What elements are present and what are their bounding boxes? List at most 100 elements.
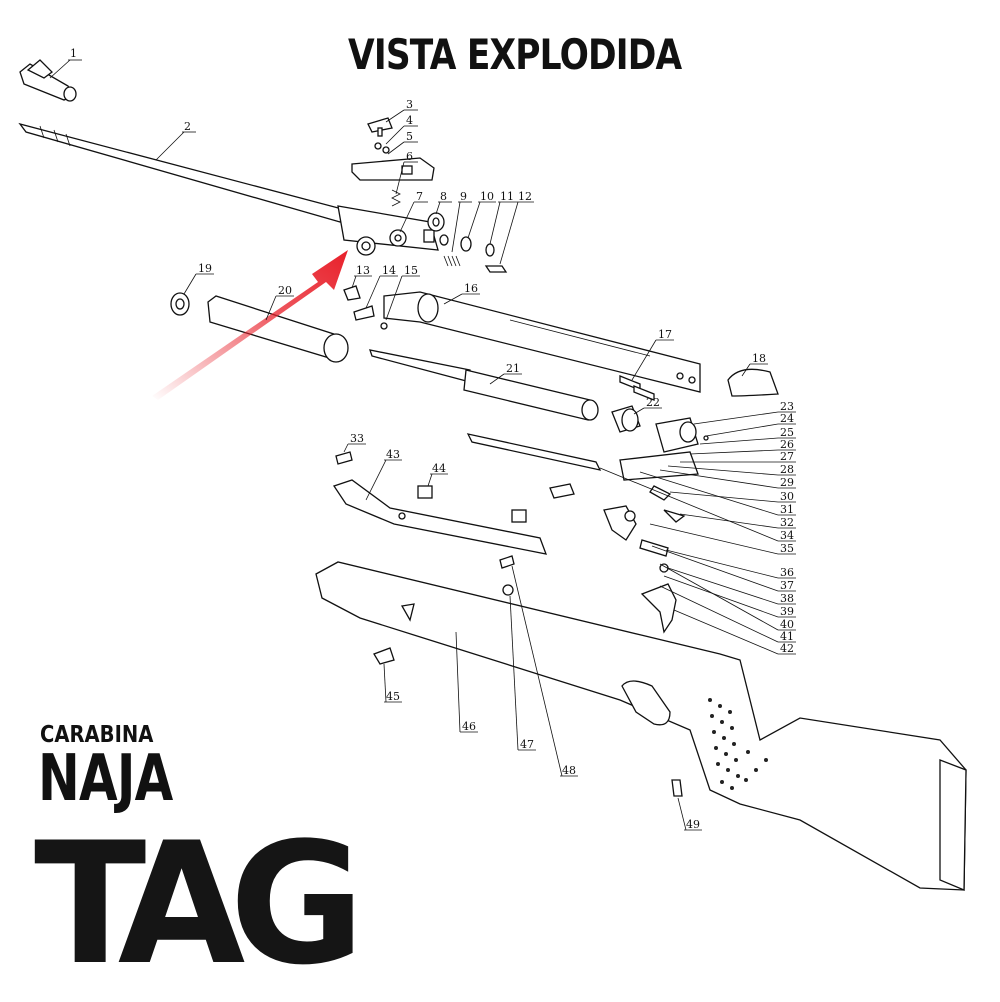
label-45: 45: [383, 663, 402, 703]
label-34: 34: [599, 467, 796, 542]
part-barrel: [18, 122, 347, 223]
label-23: 23: [693, 400, 796, 425]
svg-text:46: 46: [462, 720, 476, 733]
label-14: 14: [365, 264, 398, 309]
label-22: 22: [633, 396, 662, 415]
svg-text:25: 25: [780, 426, 794, 439]
svg-text:41: 41: [780, 630, 794, 643]
svg-text:39: 39: [780, 605, 794, 618]
svg-text:18: 18: [752, 352, 766, 365]
svg-text:44: 44: [432, 462, 446, 475]
svg-text:35: 35: [780, 542, 794, 555]
svg-text:19: 19: [198, 262, 212, 275]
part-trigger: [640, 583, 677, 634]
label-48: 48: [511, 565, 578, 777]
label-24: 24: [705, 412, 796, 437]
label-25: 25: [699, 426, 796, 445]
label-5: 5: [387, 130, 418, 155]
label-3: 3: [385, 98, 418, 123]
svg-text:45: 45: [386, 690, 400, 703]
label-32: 32: [679, 513, 796, 529]
svg-text:13: 13: [356, 264, 370, 277]
part-pins-17: [619, 375, 655, 401]
label-18: 18: [741, 352, 768, 377]
svg-text:30: 30: [780, 490, 794, 503]
svg-text:37: 37: [780, 579, 794, 592]
label-2: 2: [155, 120, 196, 161]
svg-text:16: 16: [464, 282, 478, 295]
label-1: 1: [49, 47, 82, 79]
tag-logo: TAG: [34, 806, 365, 1002]
part-end-cap: [727, 368, 779, 397]
svg-text:23: 23: [780, 400, 794, 413]
label-41: 41: [659, 585, 796, 643]
svg-text:9: 9: [460, 190, 467, 203]
part-small-hardware: [427, 212, 508, 273]
part-screws-13-15: [343, 285, 388, 330]
svg-text:3: 3: [406, 98, 413, 111]
stock-grip-texture: [708, 698, 768, 790]
part-washer-19: [170, 292, 190, 316]
part-compression-tube: [383, 291, 701, 393]
label-21: 21: [489, 362, 522, 385]
brand-name: NAJA: [38, 742, 173, 816]
label-39: 39: [663, 575, 796, 618]
svg-text:1: 1: [70, 47, 77, 60]
part-piston-rod: [369, 349, 599, 421]
label-49: 49: [677, 797, 702, 831]
svg-text:17: 17: [658, 328, 672, 341]
svg-text:8: 8: [440, 190, 447, 203]
highlight-arrow: [152, 250, 348, 400]
label-9: 9: [451, 190, 472, 253]
svg-text:20: 20: [278, 284, 292, 297]
svg-text:14: 14: [382, 264, 396, 277]
svg-text:31: 31: [780, 503, 794, 516]
label-7: 7: [399, 190, 428, 233]
label-12: 12: [499, 190, 534, 265]
part-trigger-parts: [639, 485, 686, 573]
label-8: 8: [435, 190, 452, 215]
label-30: 30: [669, 490, 796, 503]
label-43: 43: [365, 448, 402, 501]
label-35: 35: [649, 523, 796, 555]
svg-text:42: 42: [780, 642, 794, 655]
label-26: 26: [689, 438, 796, 455]
part-cocking-lever: [466, 433, 637, 541]
part-screw-49: [671, 779, 683, 797]
brand-subtitle: CARABINA: [40, 722, 154, 748]
part-block-44: [417, 485, 527, 523]
label-44: 44: [427, 462, 448, 487]
label-10: 10: [467, 190, 496, 239]
svg-text:48: 48: [562, 764, 576, 777]
part-pins-47-48: [499, 555, 515, 596]
svg-text:12: 12: [518, 190, 532, 203]
label-6: 6: [395, 150, 418, 195]
label-17: 17: [631, 328, 674, 381]
label-15: 15: [385, 264, 420, 321]
part-labels: 1 2 3 4 5 6 7 8 9 10 11 12 13 14 15 16 1…: [49, 47, 796, 831]
label-42: 42: [673, 609, 796, 655]
svg-text:43: 43: [386, 448, 400, 461]
svg-text:24: 24: [780, 412, 794, 425]
svg-text:4: 4: [406, 114, 413, 127]
svg-text:33: 33: [350, 432, 364, 445]
label-46: 46: [455, 631, 478, 733]
svg-text:38: 38: [780, 592, 794, 605]
part-screw-45: [373, 647, 395, 665]
part-breech-block: [337, 205, 439, 256]
label-37: 37: [651, 545, 796, 592]
svg-text:21: 21: [506, 362, 520, 375]
svg-text:5: 5: [406, 130, 413, 143]
label-27: 27: [680, 450, 796, 463]
svg-text:22: 22: [646, 396, 660, 409]
part-front-sight: [19, 59, 77, 102]
label-28: 28: [667, 463, 796, 476]
svg-text:7: 7: [416, 190, 423, 203]
label-40: 40: [659, 563, 796, 631]
part-lever-43: [332, 479, 548, 555]
svg-text:11: 11: [500, 190, 514, 203]
label-29: 29: [659, 469, 796, 489]
part-pin-33: [335, 451, 353, 465]
label-20: 20: [265, 284, 294, 321]
